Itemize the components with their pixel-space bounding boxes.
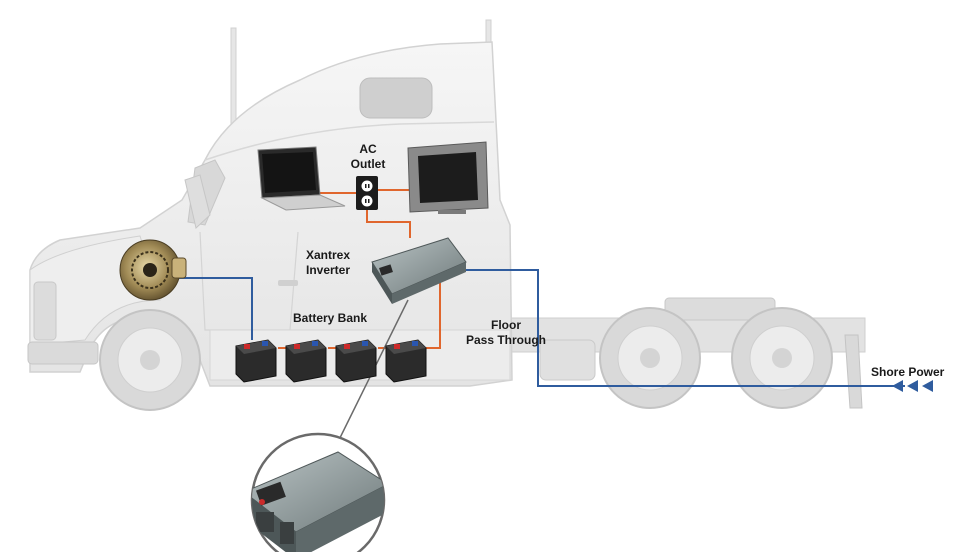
battery-bank: [235, 339, 427, 383]
floor-pass-through-label-line-1: Floor: [491, 318, 521, 332]
wire-outlet-to-inverter: [366, 208, 411, 238]
xantrex-inverter-label: Xantrex Inverter: [306, 248, 350, 278]
wiring: [178, 189, 905, 387]
side-mirror: [184, 174, 211, 229]
ac-outlet-label-line-1: AC: [359, 142, 377, 156]
front-wheel: [99, 309, 201, 411]
floor-pass-through-label: Floor Pass Through: [452, 318, 560, 348]
battery-bank-label: Battery Bank: [293, 311, 368, 325]
shore-power-arrow-icon: [892, 380, 933, 392]
rear-wheel-2: [731, 307, 833, 409]
alternator-icon: [119, 239, 187, 301]
ac-outlet-icon: [356, 176, 378, 210]
sleeper-window: [359, 77, 433, 119]
xantrex-inverter-label-line-1: Xantrex: [306, 248, 351, 262]
shore-power-label: Shore Power: [871, 365, 945, 379]
roof-line: [204, 121, 495, 161]
rear-wheel-1: [599, 307, 701, 409]
ac-outlet-label: AC Outlet: [342, 142, 394, 172]
wire-inverter-to-pass-through: [424, 280, 441, 349]
xantrex-inverter-label-line-2: Inverter: [306, 263, 351, 277]
wire-alternator-to-battery: [178, 277, 253, 340]
fuel-tank: [539, 339, 596, 381]
television-icon: [407, 141, 489, 214]
mud-flap: [844, 334, 863, 409]
battery-icon: [235, 339, 277, 383]
bumper: [27, 341, 99, 365]
battery-icon: [285, 339, 327, 383]
truck: [27, 19, 866, 411]
wire-inverter-to-shore: [465, 269, 905, 387]
door-handle: [278, 280, 298, 286]
ac-outlet-label-line-2: Outlet: [350, 157, 386, 171]
inverter-icon: [371, 237, 467, 304]
battery-icon: [335, 339, 377, 383]
grille: [33, 281, 57, 341]
laptop-icon: [257, 146, 346, 211]
inverter-zoom-icon: [252, 451, 384, 552]
inverter-zoom-callout: [250, 432, 386, 552]
battery-icon: [385, 339, 427, 383]
floor-pass-through-label-line-2: Pass Through: [465, 333, 546, 347]
